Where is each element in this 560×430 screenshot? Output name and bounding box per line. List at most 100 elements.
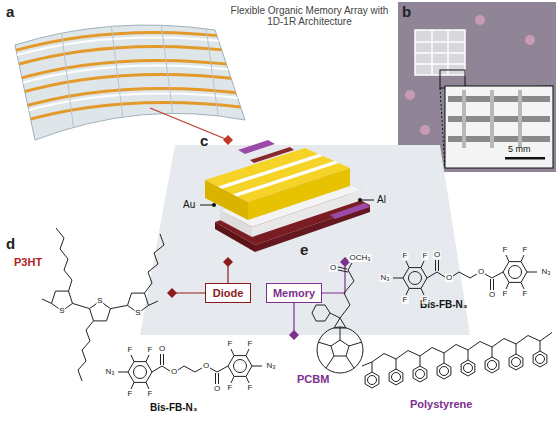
- white-line: [10, 37, 240, 57]
- atom-label: F: [247, 340, 254, 348]
- node-label: Memory: [273, 287, 315, 299]
- bond: [330, 313, 340, 318]
- electrode-gap: [233, 161, 339, 197]
- atom-label: O: [477, 268, 485, 276]
- bond: [111, 305, 128, 308]
- array-line: [431, 30, 433, 75]
- atom-label: O: [329, 264, 337, 272]
- atom-label: F: [247, 384, 254, 392]
- au-leader: [200, 205, 214, 206]
- material-name: Polystyrene: [410, 398, 472, 410]
- atom-label: N₃: [265, 362, 276, 370]
- inset-electrode: [490, 90, 494, 148]
- photo-logo: [475, 15, 485, 25]
- panel-letter: c: [200, 133, 208, 150]
- cross-line: [205, 20, 220, 130]
- fullerene: [317, 327, 363, 373]
- atom-label: F: [227, 340, 234, 348]
- hexyl-chain: [78, 321, 94, 381]
- atom-label: F: [402, 252, 409, 260]
- phenyl-ring: [312, 305, 330, 321]
- panel-letter: e: [300, 242, 308, 259]
- phenyl-group: [461, 350, 475, 376]
- bond: [338, 270, 348, 272]
- atom-label: F: [127, 346, 134, 354]
- bis-fb-n3-structure: [393, 255, 537, 295]
- atom-label: O: [158, 345, 166, 353]
- node-label: Diode: [213, 287, 244, 299]
- leader-line: [322, 262, 345, 293]
- photo-logo: [420, 125, 430, 135]
- atom-label: F: [502, 246, 509, 254]
- memory-strip: [330, 203, 370, 219]
- panel-title: Flexible Organic Memory Array with 1D-1R…: [222, 5, 397, 27]
- fullerene-edge: [318, 342, 331, 346]
- al-leader: [360, 200, 374, 201]
- inset-electrode: [518, 90, 522, 148]
- atom-label: S: [58, 307, 65, 315]
- leader-line: [150, 108, 228, 140]
- bis-fb-n3-structure: [118, 349, 262, 389]
- atom-label: O: [170, 368, 178, 376]
- electrode-label: Au: [183, 199, 195, 210]
- array-line: [447, 30, 449, 75]
- material-name: P3HT: [14, 256, 42, 268]
- phenyl-group: [389, 359, 403, 385]
- array-line: [415, 41, 465, 43]
- leader-diamond: [289, 330, 299, 340]
- atom-label: F: [522, 246, 529, 254]
- bond: [42, 299, 52, 303]
- polystyrene-backbone: [362, 333, 552, 367]
- cyclopropane: [334, 318, 346, 328]
- atom-label: F: [147, 390, 154, 398]
- atom-label: S: [96, 297, 103, 305]
- atom-label: S: [134, 309, 141, 317]
- panel-letter: d: [6, 236, 15, 253]
- leader-diamond: [167, 288, 177, 298]
- cross-line: [60, 20, 75, 140]
- inset-photo: [445, 86, 553, 168]
- white-line: [14, 65, 244, 85]
- atom-label: O: [445, 274, 453, 282]
- leader-diamond: [223, 257, 233, 267]
- electrode-line: [20, 102, 250, 122]
- panel-letter: a: [6, 4, 14, 21]
- atom-label: O: [213, 385, 221, 393]
- leader-diamond: [223, 135, 233, 145]
- atom-label: O: [202, 362, 210, 370]
- scale-bar: [505, 157, 545, 160]
- memory-strip: [238, 140, 275, 154]
- phenyl-group: [437, 353, 451, 379]
- p3ht-bonds: [42, 228, 164, 381]
- hexyl-chain: [56, 228, 72, 291]
- fullerene-edge: [340, 327, 341, 340]
- bond: [348, 263, 352, 270]
- phenyl-group: [533, 341, 547, 367]
- atom-label: OCH₃: [348, 254, 371, 262]
- atom-label: F: [522, 290, 529, 298]
- array-line: [415, 63, 465, 65]
- atom-label: F: [127, 390, 134, 398]
- material-name: Bis-FB-N₃: [150, 402, 197, 413]
- array-line: [415, 52, 465, 54]
- bond: [149, 301, 159, 305]
- ester-chain: [340, 270, 354, 318]
- phenyl-group: [413, 356, 427, 382]
- phenyl-group: [365, 362, 379, 388]
- memory-box: Memory: [266, 283, 322, 303]
- photo-logo: [405, 90, 415, 100]
- atom-label: F: [422, 296, 429, 304]
- zoom-frame: [440, 70, 465, 88]
- electrode-stripes: [10, 15, 250, 140]
- fullerene-face: [331, 340, 349, 356]
- atom-label: F: [502, 290, 509, 298]
- atom-label: F: [227, 384, 234, 392]
- atom-label: N₃: [104, 368, 115, 376]
- panel-letter: b: [402, 4, 411, 21]
- phenyl-group: [485, 347, 499, 373]
- device-plane: [140, 145, 470, 335]
- atom-label: O: [488, 291, 496, 299]
- material-name: PCBM: [297, 373, 329, 385]
